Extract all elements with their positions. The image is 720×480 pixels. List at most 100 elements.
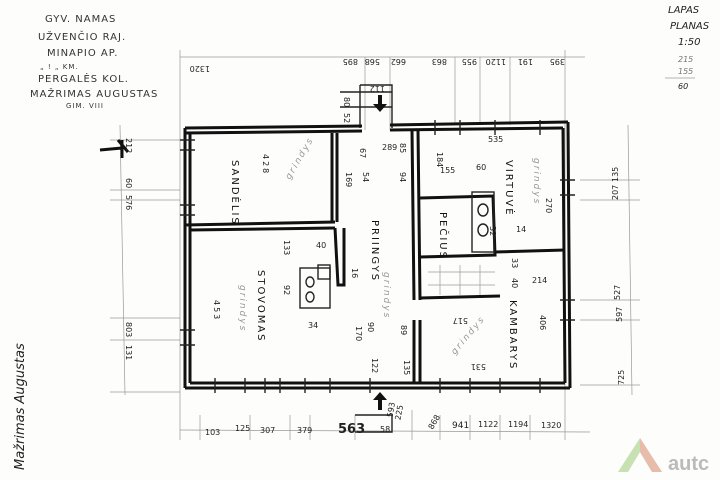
dim-label: 214 (532, 276, 547, 285)
dim-label: 122 (370, 358, 379, 373)
dim-label: 85 (398, 143, 407, 153)
inner-dimensions: 67 289 169 54 85 184 94 535 155 60 270 3… (282, 135, 553, 375)
dim-label: 52 (342, 113, 351, 123)
dim-label: 125 (235, 424, 250, 433)
bottom-dimensions: 103 125 307 379 563 58 593 225 868 941 1… (205, 401, 561, 437)
dim-label: 184 (435, 152, 444, 167)
header-line: MINAPIO AP. (47, 48, 118, 59)
dim-label: 40 (510, 278, 519, 288)
dim-label: 89 (399, 325, 408, 335)
dim-label: 1320 (541, 421, 561, 430)
dim-label: 135 (402, 360, 411, 375)
left-dimensions: 212 60 576 803 131 (124, 138, 133, 360)
dim-label: 40 (316, 241, 326, 250)
pencil-note: grindys (531, 158, 541, 205)
header-line: GIM. VIII (66, 102, 104, 110)
dim-label: 597 (615, 307, 624, 322)
dim-label: 1194 (508, 420, 528, 429)
dim-label: 593 (386, 401, 398, 418)
dim-label: 212 (124, 138, 133, 153)
scale: 1:50 (678, 37, 700, 48)
dim-label: 32 (488, 226, 497, 236)
calc-result: 60 (678, 82, 688, 91)
header-line: MAŽRIMAS AUGUSTAS (30, 87, 158, 100)
dim-label: 67 (358, 148, 367, 158)
dim-label: 1120 (486, 57, 506, 66)
entrance-top: 112 80 52 (340, 84, 393, 128)
entry-arrow-icon (373, 95, 387, 112)
title-block: LAPAS PLANAS 1:50 215 155 60 (665, 5, 710, 91)
dim-label: 133 (282, 240, 291, 255)
dim-label: 103 (205, 428, 220, 437)
dim-label: 662 (391, 57, 406, 66)
dim-label: 289 (382, 143, 397, 152)
dim-label: 955 (462, 57, 477, 66)
dim-label: 112 (370, 84, 385, 93)
right-dimensions: 135 207 527 597 725 (611, 167, 626, 385)
room-labels: SANDĖLIS 428 grindys PRIINGYS grindys ST… (212, 135, 541, 370)
dim-label: 14 (516, 225, 526, 234)
dim-label: 307 (260, 426, 275, 435)
dim-label: 576 (124, 195, 133, 210)
dim-label: 803 (124, 322, 133, 337)
pencil-note: grindys (284, 135, 316, 181)
pencil-note: grindys (237, 285, 247, 332)
dim-label: 60 (476, 163, 486, 172)
dim-label: 170 (354, 326, 363, 341)
dim-label: 406 (538, 315, 547, 330)
dim-label: 169 (344, 172, 353, 187)
autc-logo: autc (618, 438, 709, 475)
dim-label: 16 (350, 268, 359, 278)
room-vestibule: STOVOMAS (255, 270, 266, 343)
header-block: GYV. NAMAS UŽVENČIO RAJ. MINAPIO AP. „ !… (30, 14, 158, 110)
dim-label: 527 (613, 285, 622, 300)
stove-fixture (299, 191, 495, 309)
dim-label: 395 (550, 57, 565, 66)
dim-label: 863 (432, 57, 447, 66)
dim-label: 531 (471, 362, 486, 371)
dim-label: 1122 (478, 420, 498, 429)
header-line: GYV. NAMAS (45, 14, 116, 25)
calc-value: 155 (678, 67, 693, 76)
room-kitchen: VIRTUVĖ (503, 160, 516, 217)
walls (183, 120, 572, 390)
sheet-label: LAPAS (668, 5, 700, 16)
dim-label: 453 (212, 300, 221, 321)
dim-label: 563 (338, 422, 365, 437)
header-line: UŽVENČIO RAJ. (38, 30, 126, 43)
dim-label: 131 (124, 345, 133, 360)
north-arrow-icon (99, 139, 130, 158)
room-storage: SANDĖLIS (229, 160, 242, 226)
dim-label: 94 (398, 172, 407, 182)
dim-label: 92 (282, 285, 291, 295)
room-living: KAMBARYS (507, 300, 518, 370)
dim-label: 725 (617, 370, 626, 385)
dim-label: 941 (452, 421, 469, 431)
dim-label: 379 (297, 426, 312, 435)
dim-label: 191 (518, 57, 533, 66)
dim-label: 34 (308, 321, 318, 330)
burner-icon (305, 276, 315, 288)
room-corridor: PRIINGYS (369, 220, 380, 282)
dim-label: 135 (611, 167, 620, 182)
dim-label: 568 (365, 57, 380, 66)
header-line: „ ! „ KM. (40, 63, 79, 71)
dim-label: 80 (342, 97, 351, 107)
header-line: PERGALĖS KOL. (38, 72, 129, 85)
burner-icon (305, 291, 315, 303)
entry-arrow-icon (373, 392, 387, 410)
burner-icon (477, 203, 489, 217)
dim-label: 270 (544, 198, 553, 213)
dim-label: 895 (343, 57, 358, 66)
dim-label: 428 (261, 154, 270, 175)
dim-label: 1320 (190, 64, 210, 73)
dim-label: 535 (488, 135, 503, 144)
dim-label: 155 (440, 166, 455, 175)
room-oven: PEČIUS (437, 212, 450, 260)
signature: Mažrimas Augustas (13, 343, 28, 470)
pencil-note: grindys (381, 272, 391, 319)
dim-label: 90 (366, 322, 375, 332)
calc-value: 215 (678, 55, 693, 64)
